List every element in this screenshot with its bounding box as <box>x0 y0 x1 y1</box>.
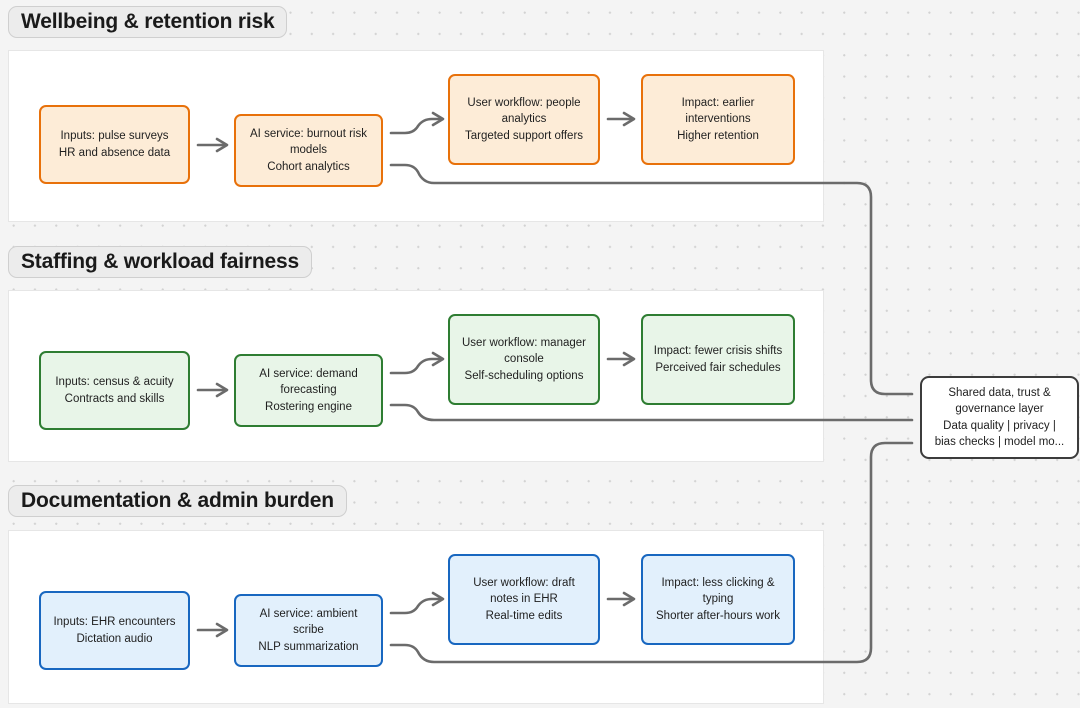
group-title-staffing[interactable]: Staffing & workload fairness <box>8 246 312 278</box>
node-shared-governance-layer[interactable]: Shared data, trust & governance layer Da… <box>920 376 1079 459</box>
node-line: Inputs: census & acuity <box>55 376 174 388</box>
node-line: User workflow: manager <box>462 336 586 349</box>
node-line: Real-time edits <box>485 609 563 622</box>
node-documentation-inputs[interactable]: Inputs: EHR encounters Dictation audio <box>39 591 190 670</box>
node-line: Data quality | privacy | <box>943 419 1056 432</box>
node-wellbeing-inputs[interactable]: Inputs: pulse surveys HR and absence dat… <box>39 105 190 184</box>
group-title-label: Staffing & workload fairness <box>21 250 299 273</box>
node-staffing-user-workflow[interactable]: User workflow: manager console Self-sche… <box>448 314 600 405</box>
node-line: User workflow: draft <box>473 576 575 589</box>
node-line: bias checks | model mo... <box>934 436 1065 448</box>
node-line: Perceived fair schedules <box>655 361 781 374</box>
node-line: Higher retention <box>677 129 759 142</box>
node-staffing-ai-service[interactable]: AI service: demand forecasting Rostering… <box>234 354 383 427</box>
node-documentation-impact[interactable]: Impact: less clicking & typing Shorter a… <box>641 554 795 645</box>
node-line: typing <box>702 593 734 606</box>
node-line: HR and absence data <box>58 146 171 159</box>
node-line: analytics <box>501 113 547 126</box>
node-line: console <box>504 353 544 366</box>
node-line: Impact: less clicking & <box>661 576 775 589</box>
node-line: scribe <box>293 624 324 637</box>
node-line: Shorter after-hours work <box>656 609 780 622</box>
node-line: forecasting <box>280 384 337 397</box>
node-line: models <box>289 144 328 157</box>
node-line: NLP summarization <box>258 640 359 653</box>
node-wellbeing-user-workflow[interactable]: User workflow: people analytics Targeted… <box>448 74 600 165</box>
node-line: Impact: earlier <box>681 96 755 109</box>
node-line: Rostering engine <box>265 400 352 413</box>
node-line: governance layer <box>955 403 1044 415</box>
node-line: Self-scheduling options <box>464 369 584 382</box>
node-line: Shared data, trust & <box>948 386 1051 399</box>
node-line: Inputs: pulse surveys <box>60 130 169 142</box>
node-staffing-inputs[interactable]: Inputs: census & acuity Contracts and sk… <box>39 351 190 430</box>
node-line: Contracts and skills <box>64 392 165 405</box>
group-title-documentation[interactable]: Documentation & admin burden <box>8 485 347 517</box>
group-title-label: Documentation & admin burden <box>21 489 334 512</box>
node-line: AI service: demand <box>259 367 358 380</box>
node-line: User workflow: people <box>467 96 581 109</box>
node-line: Impact: fewer crisis shifts <box>653 345 783 357</box>
node-line: Cohort analytics <box>267 160 350 173</box>
group-title-wellbeing[interactable]: Wellbeing & retention risk <box>8 6 288 38</box>
node-line: Dictation audio <box>76 632 153 645</box>
node-documentation-user-workflow[interactable]: User workflow: draft notes in EHR Real-t… <box>448 554 600 645</box>
node-line: interventions <box>685 113 751 126</box>
node-line: AI service: burnout risk <box>250 127 367 140</box>
node-documentation-ai-service[interactable]: AI service: ambient scribe NLP summariza… <box>234 594 383 667</box>
node-line: AI service: ambient <box>259 607 358 620</box>
node-line: Targeted support offers <box>464 129 584 142</box>
node-staffing-impact[interactable]: Impact: fewer crisis shifts Perceived fa… <box>641 314 795 405</box>
node-wellbeing-ai-service[interactable]: AI service: burnout risk models Cohort a… <box>234 114 383 187</box>
node-line: Inputs: EHR encounters <box>53 616 176 628</box>
node-line: notes in EHR <box>490 593 558 606</box>
group-title-label: Wellbeing & retention risk <box>21 10 275 33</box>
node-wellbeing-impact[interactable]: Impact: earlier interventions Higher ret… <box>641 74 795 165</box>
